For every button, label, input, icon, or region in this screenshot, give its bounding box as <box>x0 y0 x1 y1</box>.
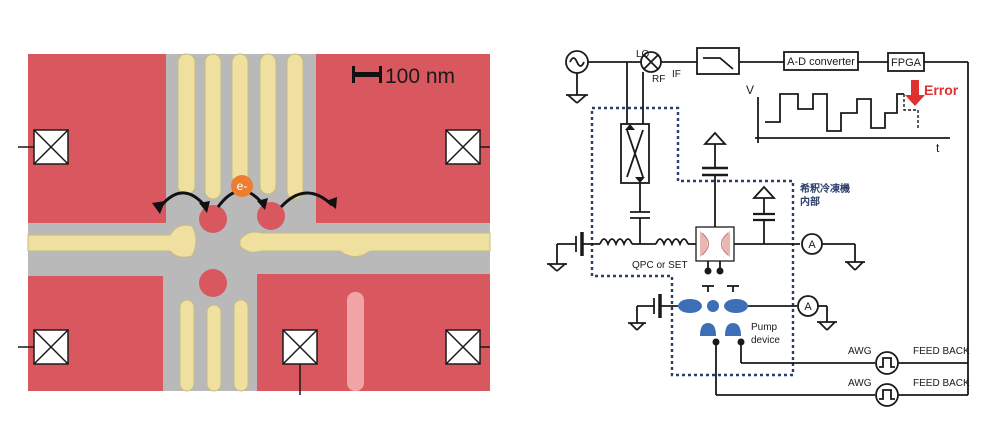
sem-micrograph: e- 100 nm <box>18 53 491 395</box>
ohmic-contacts <box>18 129 490 395</box>
pump-dc-source-icon <box>628 294 662 331</box>
electron-marker <box>231 175 253 197</box>
lo-label: LO <box>636 49 650 60</box>
fridge-boundary <box>590 106 795 377</box>
error-arrow-icon <box>905 80 925 106</box>
fpga-label: FPGA <box>891 57 922 69</box>
error-label: Error <box>924 82 959 98</box>
bottom-gates <box>179 299 249 392</box>
ammeter-1-icon: A <box>801 233 823 255</box>
qpc-detector-icon <box>695 226 735 262</box>
v-axis-label: V <box>746 83 754 97</box>
adc-label: A-D converter <box>787 56 855 68</box>
pump-gate <box>347 292 364 391</box>
inductor-2-icon <box>655 238 689 247</box>
pump-device-icon <box>678 299 748 336</box>
fridge-label-line2: 内部 <box>800 195 820 208</box>
if-label: IF <box>672 69 681 80</box>
qpc-label: QPC or SET <box>632 260 688 271</box>
t-axis-label: t <box>936 141 940 155</box>
svg-text:A: A <box>808 239 816 251</box>
detector-ground-icon <box>702 131 728 145</box>
ammeter-2-icon: A <box>797 295 819 317</box>
ohmic-contact-bottom-left <box>18 329 69 365</box>
feedback-1-label: FEED BACK <box>913 346 970 357</box>
pump-label-line1: Pump <box>751 322 778 333</box>
signal-plot: V t <box>746 83 950 155</box>
inductor-1-icon <box>599 238 633 247</box>
rf-label: RF <box>652 74 665 85</box>
feedback-2-label: FEED BACK <box>913 378 970 389</box>
adc-box <box>783 51 859 71</box>
horizontal-gate <box>27 224 491 258</box>
ohmic-contact-top-left <box>18 129 69 165</box>
awg-1-label: AWG <box>848 346 872 357</box>
directional-coupler-icon <box>620 123 650 184</box>
ohmic-contact-bottom-right <box>445 329 490 365</box>
circuit-schematic: LO RF IF A-D converter FPGA V t <box>547 47 970 407</box>
electron-label: e- <box>237 179 248 193</box>
awg-1-icon <box>875 351 899 375</box>
ohmic-contact-bottom-middle <box>282 329 318 395</box>
svg-text:A: A <box>804 301 812 313</box>
low-pass-filter-icon <box>696 47 740 75</box>
scale-bar <box>352 66 382 83</box>
awg-2-label: AWG <box>848 378 872 389</box>
pump-label-line2: device <box>751 335 780 346</box>
left-dc-source-icon <box>547 232 584 272</box>
scale-bar-label: 100 nm <box>385 65 455 88</box>
fridge-label-line1: 希釈冷凍機 <box>799 182 850 195</box>
ohmic-contact-top-right <box>445 129 490 165</box>
awg-2-icon <box>875 383 899 407</box>
